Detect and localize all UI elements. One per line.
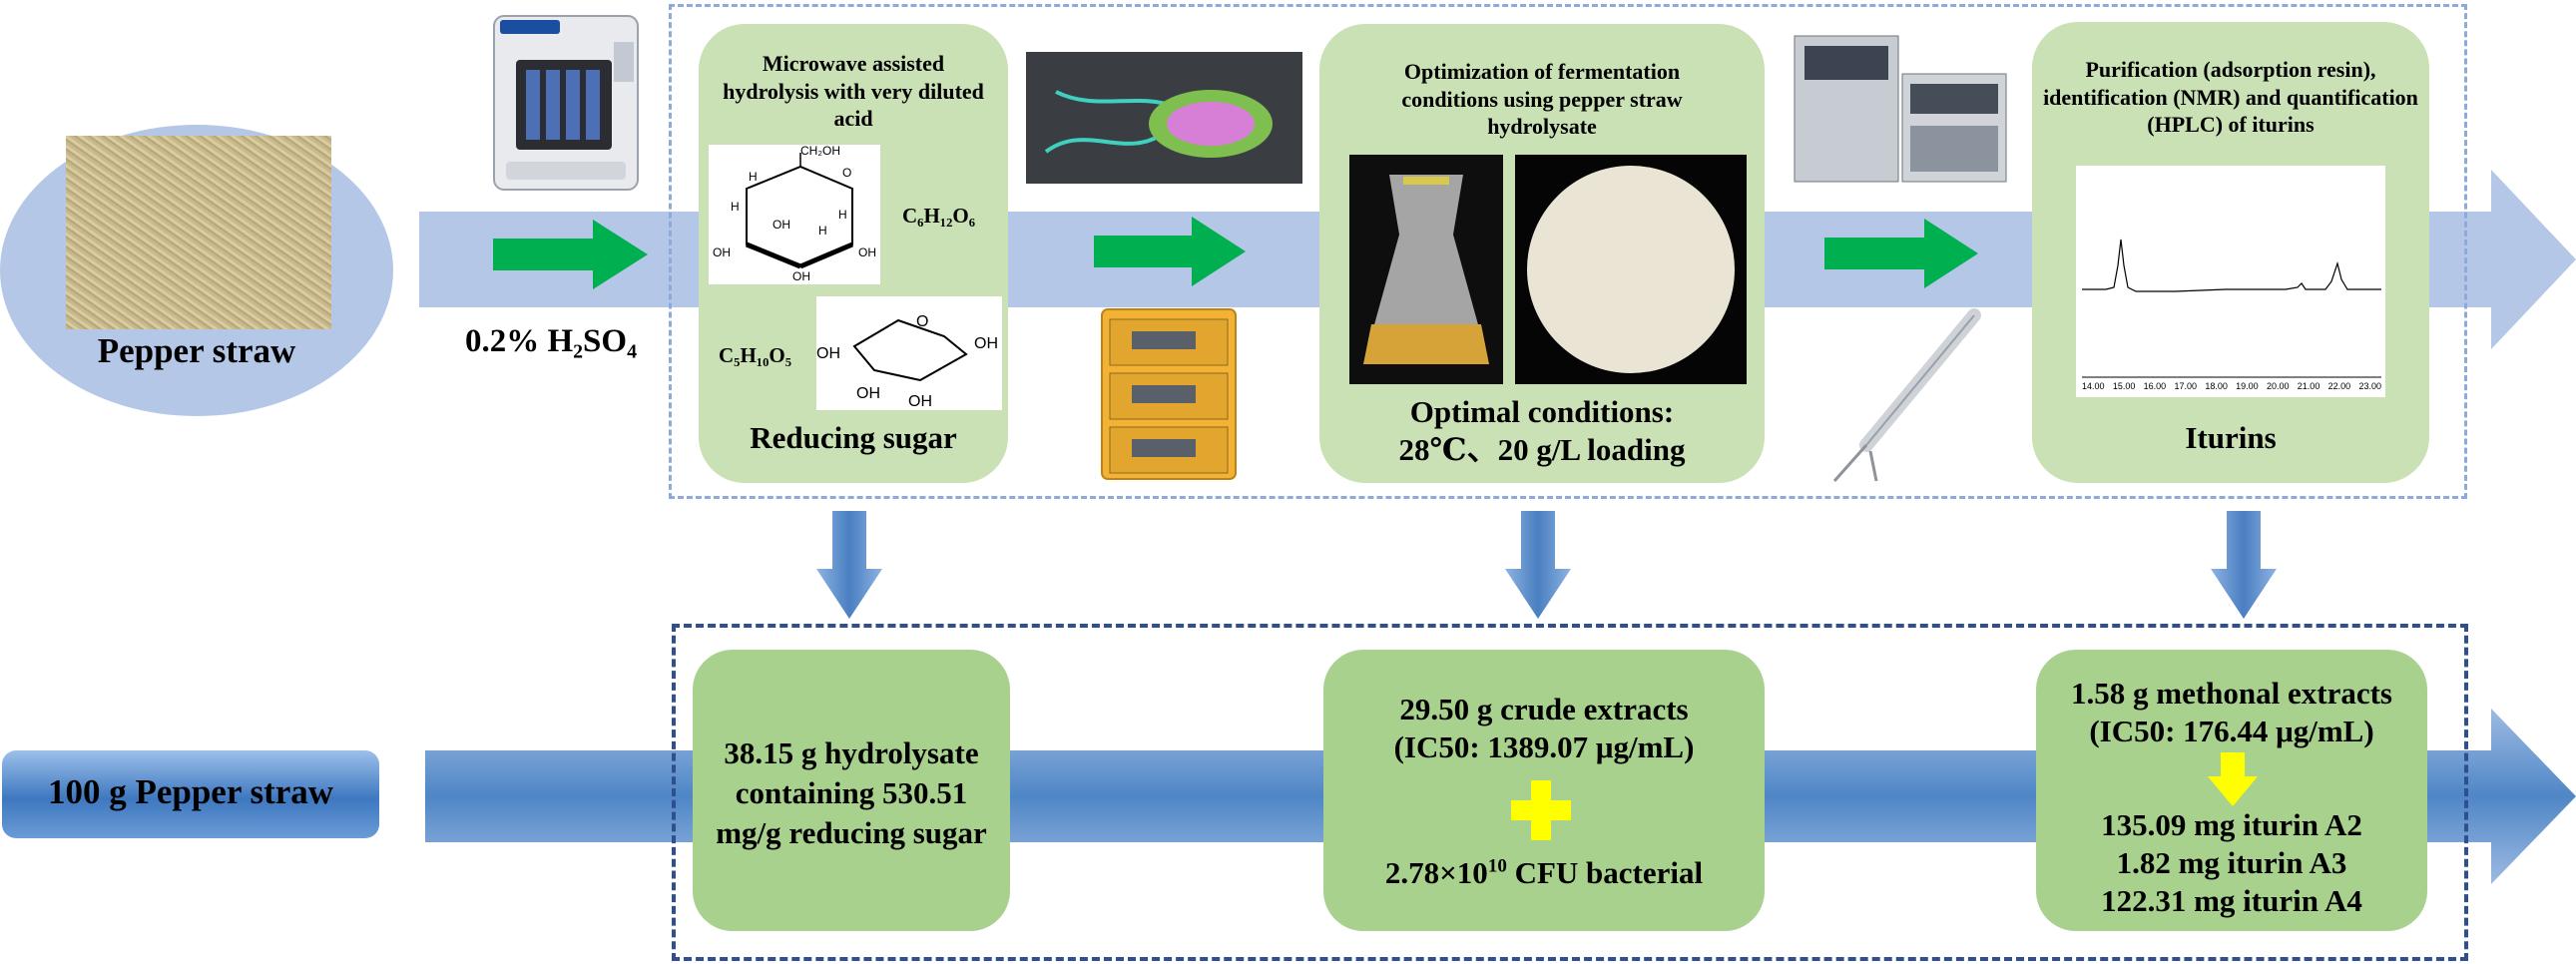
results-frame xyxy=(672,624,2468,961)
hplc-tick: 20.00 xyxy=(2266,381,2290,391)
optimal-conditions-line1: Optimal conditions: xyxy=(1409,394,1675,429)
purification-title: Purification (adsorption resin), identif… xyxy=(2043,57,2418,137)
result3-line5: 122.31 mg iturin A4 xyxy=(2101,883,2362,918)
hplc-tick: 16.00 xyxy=(2143,381,2167,391)
glucose-structure: CH₂OH O H OH OH H OH OH H H xyxy=(709,144,880,284)
result1-line1: 38.15 g hydrolysate xyxy=(724,735,979,770)
svg-text:OH: OH xyxy=(908,393,932,410)
result1-line3: mg/g reducing sugar xyxy=(716,815,987,850)
svg-text:O: O xyxy=(916,313,928,330)
cfu-tail: CFU bacterial xyxy=(1506,855,1704,890)
down-arrow-2 xyxy=(1505,511,1571,619)
xylose-structure: O OH OH OH OH xyxy=(816,296,1002,410)
down-arrow-1 xyxy=(816,511,882,619)
pepper-straw-label: Pepper straw xyxy=(97,331,296,370)
top-process-frame xyxy=(669,4,2467,499)
green-arrow-2 xyxy=(1094,217,1246,286)
bacterium-image xyxy=(1026,52,1302,184)
result2-line1: 29.50 g crude extracts xyxy=(1399,692,1689,726)
hplc-instrument-image xyxy=(1791,30,2010,188)
svg-text:OH: OH xyxy=(713,245,731,259)
microwave-device-image xyxy=(486,12,646,194)
cfu-base: 2.78×10 xyxy=(1384,855,1488,890)
svg-text:H: H xyxy=(749,170,758,184)
svg-text:OH: OH xyxy=(856,385,880,402)
yellow-plus-icon xyxy=(1511,780,1571,840)
svg-text:H: H xyxy=(838,208,847,222)
shaker-incubator-image xyxy=(1098,305,1240,485)
glucose-formula: C₆H₁₂O₆ xyxy=(902,204,976,228)
glucose-ch2oh: CH₂OH xyxy=(800,145,840,158)
hplc-tick: 14.00 xyxy=(2082,381,2105,391)
result3-line1: 1.58 g methonal extracts xyxy=(2071,676,2392,711)
green-arrow-1 xyxy=(493,220,648,289)
result3-line3: 135.09 mg iturin A2 xyxy=(2101,807,2362,842)
powder-photo xyxy=(1515,155,1747,384)
result1-line2: containing 530.51 xyxy=(735,775,968,810)
down-arrow-3 xyxy=(2211,511,2277,619)
result-box-hydrolysate xyxy=(693,650,1010,931)
svg-text:OH: OH xyxy=(816,345,840,362)
pepper-straw-photo xyxy=(66,136,331,329)
hplc-chromatogram: 14.00 15.00 16.00 17.00 18.00 19.00 20.0… xyxy=(2076,166,2385,397)
hplc-tick: 21.00 xyxy=(2297,381,2320,391)
result2-line2: (IC50: 1389.07 μg/mL) xyxy=(1393,729,1695,764)
green-arrow-3 xyxy=(1824,219,1978,288)
hplc-tick: 22.00 xyxy=(2327,381,2351,391)
yellow-down-arrow-icon xyxy=(2208,752,2258,806)
svg-text:O: O xyxy=(842,166,851,180)
result3-line2: (IC50: 176.44 μg/mL) xyxy=(2089,714,2374,748)
result2-line3: 2.78×1010 CFU bacterial xyxy=(1323,854,1765,893)
svg-text:H: H xyxy=(731,200,740,214)
cfu-exponent: 10 xyxy=(1487,855,1507,877)
acid-label: 0.2% H₂SO₄ xyxy=(465,323,637,359)
flask-photo xyxy=(1349,155,1503,384)
svg-text:OH: OH xyxy=(773,218,790,232)
xylose-formula: C₅H₁₀O₅ xyxy=(719,343,792,367)
hplc-tick: 17.00 xyxy=(2174,381,2198,391)
hydrolysis-title: Microwave assisted hydrolysis with very … xyxy=(723,51,984,131)
svg-text:H: H xyxy=(818,224,827,238)
hplc-tick: 15.00 xyxy=(2112,381,2136,391)
iturins-label: Iturins xyxy=(2185,420,2277,455)
svg-text:OH: OH xyxy=(974,335,998,352)
fermentation-title: Optimization of fermentation conditions … xyxy=(1401,59,1683,139)
hplc-tick: 23.00 xyxy=(2358,381,2381,391)
hplc-tick-row: 14.00 15.00 16.00 17.00 18.00 19.00 20.0… xyxy=(2082,381,2381,391)
bottom-source-pill xyxy=(2,750,379,838)
svg-text:OH: OH xyxy=(858,245,876,259)
bottom-source-label: 100 g Pepper straw xyxy=(47,772,334,811)
hplc-tick: 18.00 xyxy=(2205,381,2228,391)
optimal-conditions-line2: 28℃、20 g/L loading xyxy=(1398,432,1686,467)
result3-line4: 1.82 mg iturin A3 xyxy=(2116,845,2347,880)
hplc-tick: 19.00 xyxy=(2236,381,2259,391)
reducing-sugar-label: Reducing sugar xyxy=(750,420,957,455)
syringe-image xyxy=(1816,305,1994,483)
svg-text:OH: OH xyxy=(792,269,810,283)
